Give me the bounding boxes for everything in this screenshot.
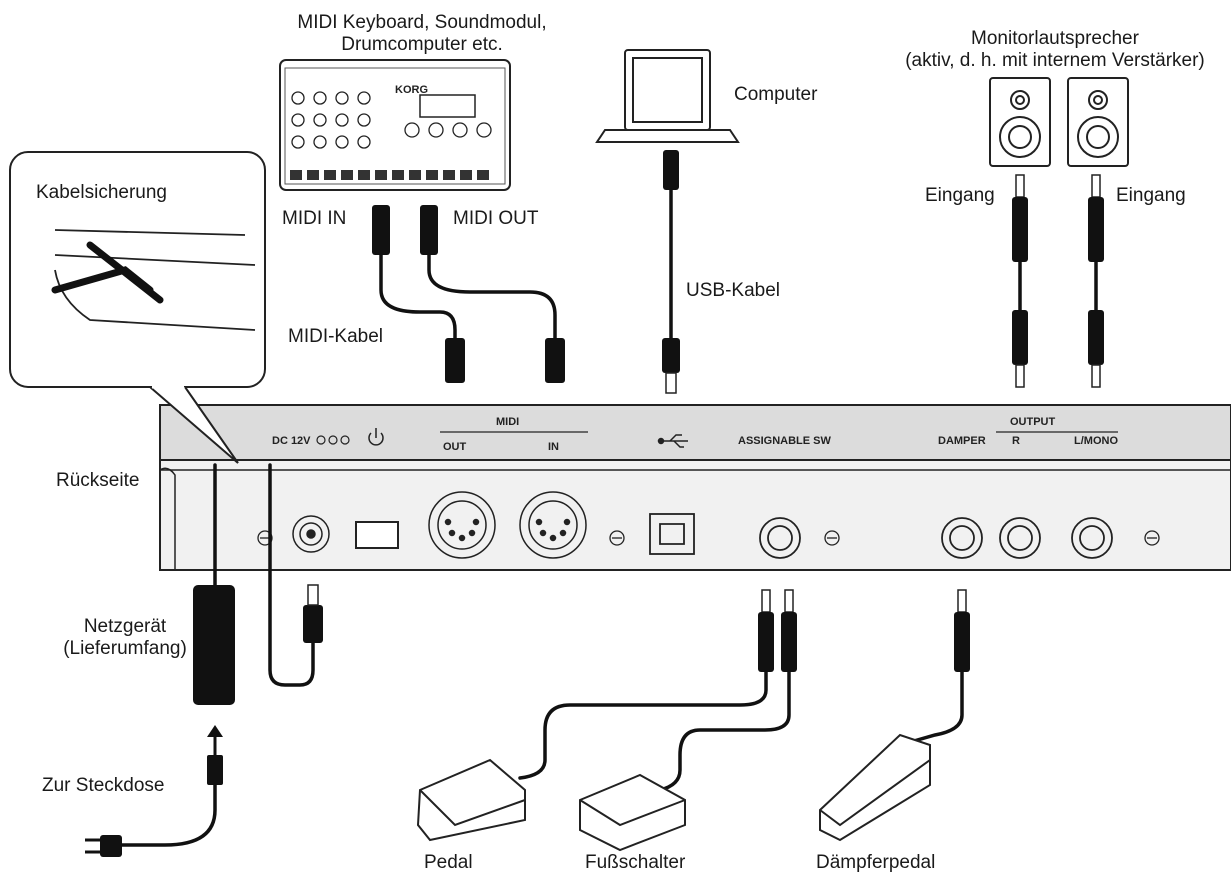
midi-out-label: MIDI OUT: [453, 208, 539, 229]
speaker-left: [989, 77, 1051, 167]
dc-cable: [268, 463, 323, 687]
midi-out-port: [428, 491, 496, 559]
expression-pedal-label: Pedal: [424, 852, 473, 873]
panel-screws: [257, 530, 1160, 546]
panel-midi-out-label: OUT: [443, 441, 467, 453]
speaker-right: [1067, 77, 1129, 167]
panel-midi-label: MIDI: [496, 416, 519, 428]
midi-device: KORG: [279, 59, 511, 191]
midi-device-label: MIDI Keyboard, Soundmodul,: [297, 12, 547, 33]
usb-b-port: [649, 513, 695, 555]
midi-in-port: [519, 491, 587, 559]
speaker-input-left-label: Eingang: [925, 185, 995, 206]
panel-output-label: OUTPUT: [1010, 416, 1056, 428]
laptop: [595, 49, 740, 143]
computer-label: Computer: [734, 84, 818, 105]
power-adapter-label-2: (Lieferumfang): [63, 638, 187, 659]
midi-in-label: MIDI IN: [282, 208, 347, 229]
usb-icon: [657, 434, 688, 448]
assignable-cables: [518, 589, 797, 792]
device-brand: KORG: [395, 84, 428, 96]
usb-cable-label: USB-Kabel: [686, 280, 780, 301]
midi-device-label-2: Drumcomputer etc.: [341, 34, 503, 55]
damper-pedal: [819, 733, 931, 842]
rear-panel-label: Rückseite: [56, 470, 140, 491]
footswitch-label: Fußschalter: [585, 852, 686, 873]
footswitch: [579, 773, 686, 852]
midi-cables: [372, 205, 565, 383]
panel-r-label: R: [1012, 435, 1020, 447]
panel-assignable-label: ASSIGNABLE SW: [738, 435, 832, 447]
panel-midi-in-label: IN: [548, 441, 559, 453]
dc-jack: [292, 515, 330, 553]
wall-outlet-label: Zur Steckdose: [42, 775, 165, 796]
cable-hook-callout: [9, 151, 266, 464]
damper-cable: [898, 589, 970, 747]
speaker-input-right-label: Eingang: [1116, 185, 1186, 206]
power-adapter: [85, 463, 235, 857]
power-adapter-label: Netzgerät: [83, 616, 167, 637]
cable-hook-label: Kabelsicherung: [36, 182, 167, 203]
usb-cable: [662, 150, 680, 394]
panel-lmono-label: L/MONO: [1074, 435, 1118, 447]
panel-dc-label: DC 12V: [272, 435, 311, 447]
expression-pedal: [416, 758, 526, 842]
power-switch: [355, 521, 399, 549]
damper-pedal-label: Dämpferpedal: [816, 852, 936, 873]
power-icon: [368, 428, 384, 446]
monitor-label: Monitorlautsprecher: [971, 28, 1139, 49]
panel-jacks: [759, 517, 1113, 559]
rear-panel: DC 12V MIDI OUT IN ASSIGNABLE SW OUTPUT …: [159, 404, 1231, 571]
panel-damper-label: DAMPER: [938, 435, 986, 447]
speaker-cables: [1012, 174, 1104, 388]
midi-cable-label: MIDI-Kabel: [288, 326, 384, 347]
monitor-label-2: (aktiv, d. h. mit internem Verstärker): [905, 50, 1205, 71]
dc-polarity-icon: [316, 435, 350, 445]
